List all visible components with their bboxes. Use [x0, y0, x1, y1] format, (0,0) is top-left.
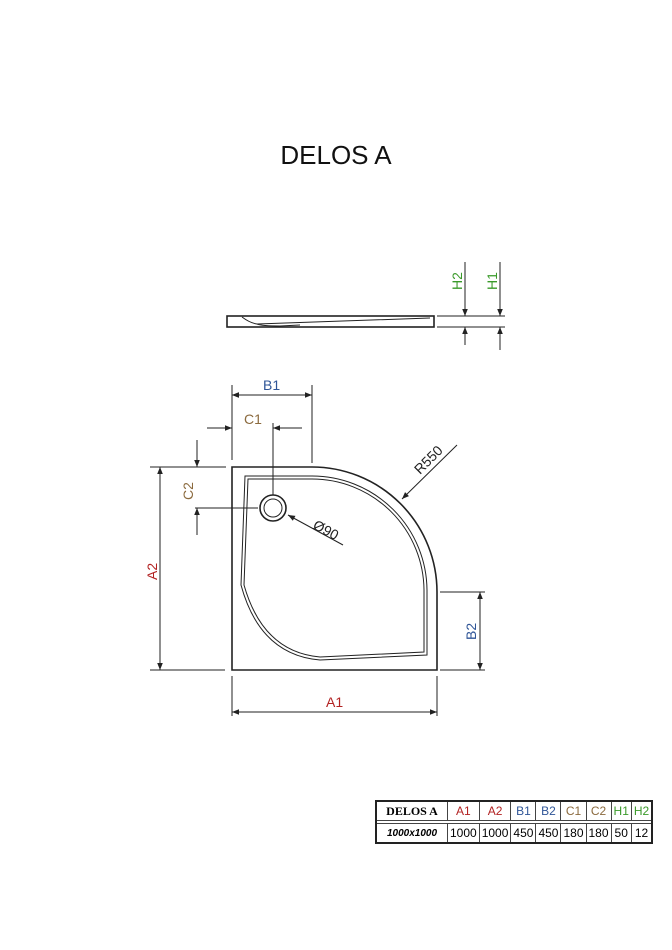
dim-label-c2: C2: [180, 482, 196, 500]
dim-label-a2: A2: [144, 563, 160, 580]
header-c1: C1: [560, 800, 587, 821]
table-header-row: DELOS A A1 A2 B1 B2 C1 C2 H1 H2: [375, 800, 653, 821]
header-a2: A2: [478, 800, 512, 821]
drain-diameter-label: Ø90: [311, 517, 342, 544]
size-cell: 1000x1000: [375, 823, 448, 844]
dim-label-c1: C1: [244, 411, 262, 427]
value-c1: 180: [560, 823, 587, 844]
dimensions-table: DELOS A A1 A2 B1 B2 C1 C2 H1 H2 1000x100…: [375, 800, 654, 844]
plan-view: B1 C1 C2 A2 A1 B2 R550 Ø9: [144, 377, 485, 716]
header-c2: C2: [585, 800, 612, 821]
side-view: H2 H1: [226, 262, 505, 350]
dim-label-h2: H2: [449, 272, 465, 290]
header-h1: H1: [610, 800, 632, 821]
dim-label-h1: H1: [484, 272, 500, 290]
value-b2: 450: [535, 823, 562, 844]
value-c2: 180: [585, 823, 612, 844]
dim-label-b1: B1: [263, 377, 280, 393]
value-a1: 1000: [447, 823, 480, 844]
drawing-title: DELOS A: [280, 140, 392, 170]
dim-label-a1: A1: [326, 694, 343, 710]
header-a1: A1: [447, 800, 480, 821]
model-name: DELOS A: [375, 800, 448, 821]
radius-label: R550: [411, 442, 446, 477]
header-h2: H2: [630, 800, 653, 821]
value-h1: 50: [610, 823, 632, 844]
table-row: 1000x1000 1000 1000 450 450 180 180 50 1…: [375, 823, 653, 844]
value-a2: 1000: [478, 823, 512, 844]
dim-label-b2: B2: [463, 623, 479, 640]
value-h2: 12: [630, 823, 653, 844]
header-b2: B2: [535, 800, 562, 821]
header-b1: B1: [510, 800, 537, 821]
value-b1: 450: [510, 823, 537, 844]
